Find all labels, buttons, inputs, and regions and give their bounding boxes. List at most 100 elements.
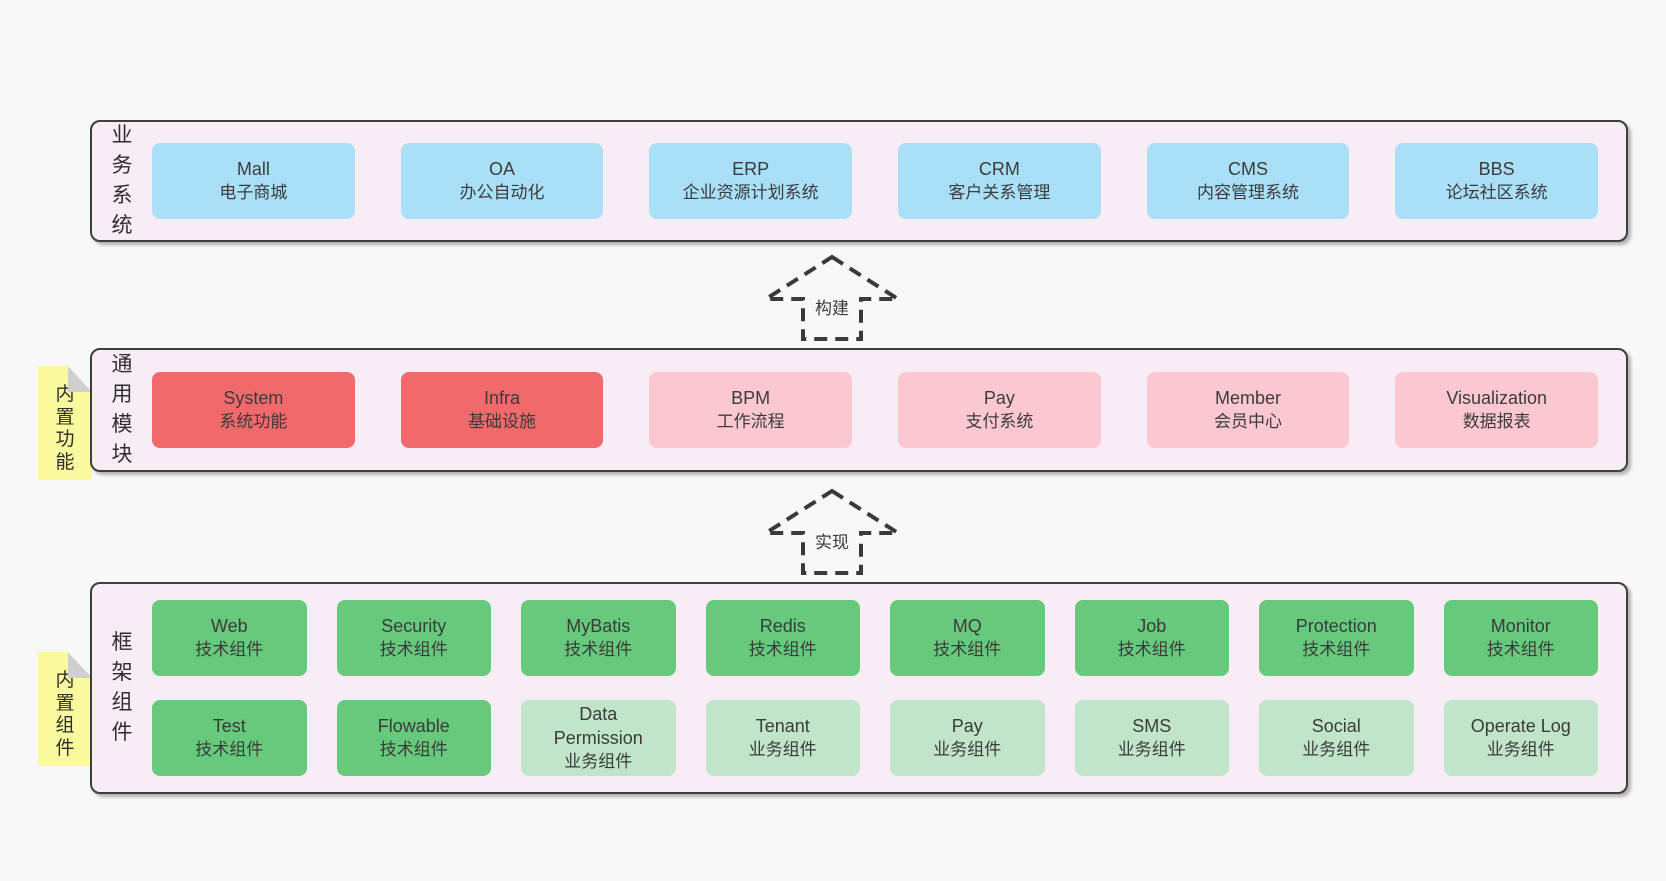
box-title: Visualization xyxy=(1446,387,1548,408)
box-subtitle: 论坛社区系统 xyxy=(1445,182,1548,202)
box-subtitle: 客户关系管理 xyxy=(948,182,1051,202)
box-subtitle: 技术组件 xyxy=(1302,639,1371,659)
box-subtitle: 业务组件 xyxy=(748,739,817,759)
box-title: BPM xyxy=(731,387,771,408)
box-subtitle: 业务组件 xyxy=(933,739,1002,759)
box-subtitle: 系统功能 xyxy=(219,411,288,431)
box-title: Tenant xyxy=(755,715,810,736)
box-title: SMS xyxy=(1132,715,1172,736)
box-redis: Redis 技术组件 xyxy=(705,600,860,676)
box-title: MQ xyxy=(952,615,982,636)
box-infra: Infra 基础设施 xyxy=(400,372,604,448)
box-subtitle: 技术组件 xyxy=(379,739,448,759)
box-title: Redis xyxy=(759,615,806,636)
common-modules-panel: 通用模块 System 系统功能 Infra 基础设施 BPM 工作流程 Pay… xyxy=(90,348,1628,472)
box-title: Member xyxy=(1215,387,1282,408)
box-protection: Protection 技术组件 xyxy=(1259,600,1414,676)
box-title: BBS xyxy=(1478,158,1515,179)
box-security: Security 技术组件 xyxy=(336,600,491,676)
box-subtitle: 技术组件 xyxy=(564,639,633,659)
box-subtitle: 技术组件 xyxy=(195,639,264,659)
built-in-features-note: 内置功能 xyxy=(38,366,92,480)
framework-components-label-text: 框架组件 xyxy=(111,631,133,744)
note-folded-corner-icon xyxy=(68,652,92,678)
box-title: CRM xyxy=(978,158,1020,179)
box-title: Data Permission xyxy=(553,704,643,748)
box-data-permission: Data Permission 业务组件 xyxy=(521,700,676,776)
box-title: Operate Log xyxy=(1470,715,1571,736)
box-subtitle: 技术组件 xyxy=(379,639,448,659)
box-title: Test xyxy=(212,715,246,736)
box-title: Infra xyxy=(483,387,521,408)
built-in-components-note-text: 内置组件 xyxy=(55,669,75,760)
framework-components-rows: Web 技术组件 Security 技术组件 MyBatis 技术组件 Redi… xyxy=(152,600,1626,776)
box-subtitle: 业务组件 xyxy=(1486,739,1555,759)
build-arrow-label: 构建 xyxy=(812,294,852,319)
box-title: System xyxy=(223,387,284,408)
box-member: Member 会员中心 xyxy=(1146,372,1350,448)
common-modules-row: System 系统功能 Infra 基础设施 BPM 工作流程 Pay 支付系统… xyxy=(152,372,1626,448)
box-pay-component: Pay 业务组件 xyxy=(890,700,1045,776)
implement-arrow-label: 实现 xyxy=(812,528,852,553)
box-subtitle: 基础设施 xyxy=(468,411,536,431)
box-subtitle: 技术组件 xyxy=(933,639,1002,659)
box-title: CMS xyxy=(1228,158,1269,179)
box-title: Job xyxy=(1137,615,1167,636)
box-subtitle: 内容管理系统 xyxy=(1197,182,1300,202)
box-subtitle: 数据报表 xyxy=(1462,411,1531,431)
box-test: Test 技术组件 xyxy=(152,700,307,776)
box-subtitle: 会员中心 xyxy=(1214,411,1283,431)
box-mall: Mall 电子商城 xyxy=(152,143,355,219)
box-operate-log: Operate Log 业务组件 xyxy=(1443,700,1598,776)
box-pay: Pay 支付系统 xyxy=(898,372,1101,448)
note-folded-corner-icon xyxy=(68,366,92,392)
box-bbs: BBS 论坛社区系统 xyxy=(1395,143,1599,219)
business-systems-row: Mall 电子商城 OA 办公自动化 ERP 企业资源计划系统 CRM 客户关系… xyxy=(152,143,1626,219)
box-subtitle: 业务组件 xyxy=(1302,739,1371,759)
box-subtitle: 业务组件 xyxy=(1117,739,1186,759)
box-visualization: Visualization 数据报表 xyxy=(1395,372,1599,448)
box-title: Social xyxy=(1311,715,1361,736)
framework-components-row-1: Web 技术组件 Security 技术组件 MyBatis 技术组件 Redi… xyxy=(152,600,1626,676)
business-systems-label-text: 业务系统 xyxy=(111,124,133,237)
box-subtitle: 工作流程 xyxy=(716,411,785,431)
framework-components-panel: 框架组件 Web 技术组件 Security 技术组件 MyBatis 技术组件… xyxy=(90,582,1628,794)
box-title: Flowable xyxy=(377,715,450,736)
box-subtitle: 业务组件 xyxy=(564,751,633,771)
box-tenant: Tenant 业务组件 xyxy=(705,700,860,776)
common-modules-vertical-label: 通用模块 xyxy=(92,350,152,469)
box-title: ERP xyxy=(732,158,770,179)
box-title: Security xyxy=(381,615,447,636)
box-web: Web 技术组件 xyxy=(152,600,307,676)
box-title: Pay xyxy=(951,715,983,736)
box-subtitle: 企业资源计划系统 xyxy=(682,182,819,202)
box-title: Web xyxy=(210,615,248,636)
business-systems-panel: 业务系统 Mall 电子商城 OA 办公自动化 ERP 企业资源计划系统 CRM… xyxy=(90,120,1628,242)
box-subtitle: 技术组件 xyxy=(748,639,817,659)
box-subtitle: 技术组件 xyxy=(1486,639,1555,659)
box-title: Monitor xyxy=(1490,615,1551,636)
up-block-arrow-icon xyxy=(762,488,902,575)
box-subtitle: 技术组件 xyxy=(195,739,264,759)
build-arrow: 构建 xyxy=(762,254,902,342)
box-flowable: Flowable 技术组件 xyxy=(336,700,491,776)
box-title: OA xyxy=(489,158,516,179)
box-bpm: BPM 工作流程 xyxy=(649,372,853,448)
built-in-components-note: 内置组件 xyxy=(38,652,92,766)
framework-components-vertical-label: 框架组件 xyxy=(92,628,152,747)
box-system: System 系统功能 xyxy=(152,372,355,448)
box-subtitle: 支付系统 xyxy=(965,411,1034,431)
business-systems-vertical-label: 业务系统 xyxy=(92,121,152,240)
box-subtitle: 电子商城 xyxy=(219,182,288,202)
box-title: Mall xyxy=(236,158,270,179)
box-title: Pay xyxy=(983,387,1015,408)
box-erp: ERP 企业资源计划系统 xyxy=(649,143,853,219)
box-title: Protection xyxy=(1295,615,1377,636)
box-mybatis: MyBatis 技术组件 xyxy=(521,600,676,676)
up-block-arrow-icon xyxy=(762,254,902,341)
box-mq: MQ 技术组件 xyxy=(890,600,1045,676)
built-in-features-note-text: 内置功能 xyxy=(55,383,75,474)
box-social: Social 业务组件 xyxy=(1259,700,1414,776)
box-oa: OA 办公自动化 xyxy=(400,143,604,219)
box-monitor: Monitor 技术组件 xyxy=(1443,600,1598,676)
